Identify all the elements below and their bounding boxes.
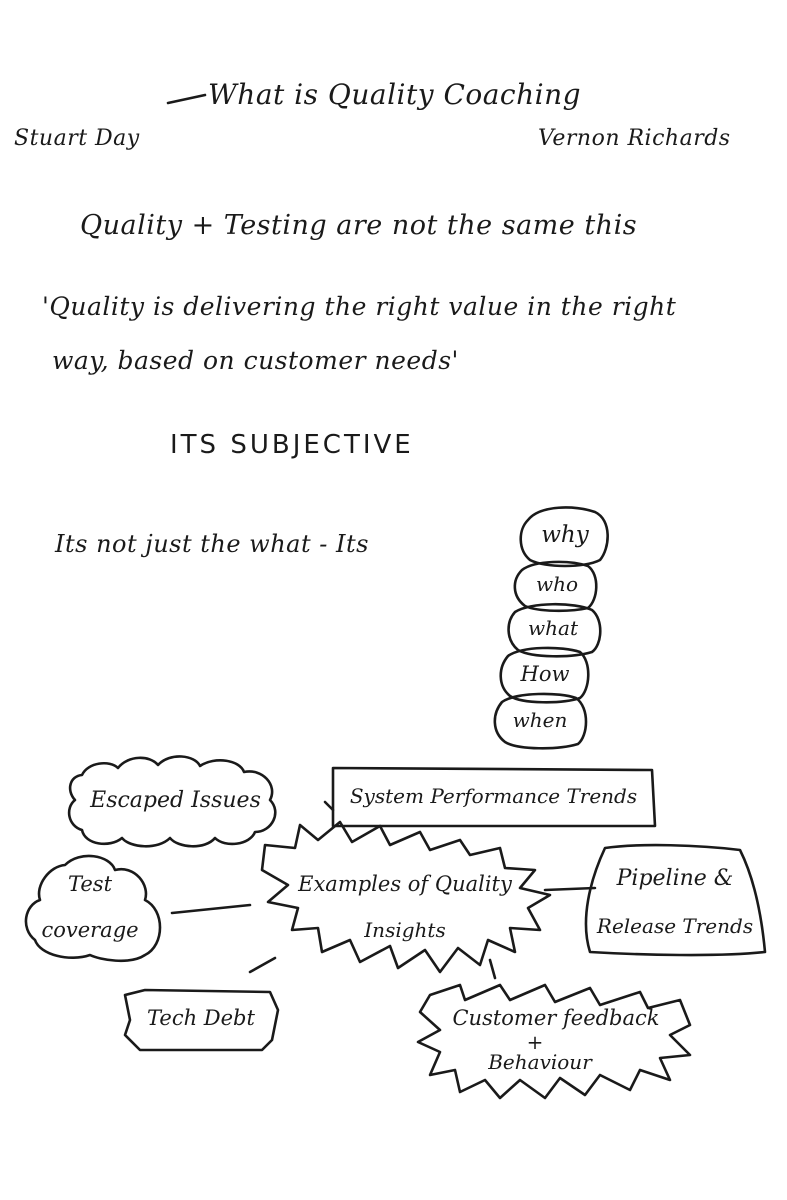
test-coverage-cloud [24,854,162,963]
speaker-right: Vernon Richards [538,126,731,151]
node-customer-line-1: Customer feedback [452,1006,660,1030]
node-escaped-issues: Escaped Issues [90,788,261,813]
pipeline-box [584,843,767,957]
node-pipeline-line-2: Release Trends [596,914,754,938]
title: What is Quality Coaching [208,78,582,111]
center-starburst [260,820,552,974]
bubble-when: when [512,708,568,732]
center-line-1: Examples of Quality [298,872,512,896]
bubble-what: what [528,616,578,640]
performance-box [331,766,657,828]
not-just-what: Its not just the what - Its [55,530,369,558]
bubble-what-outline [507,602,602,658]
node-customer-plus: + [526,1030,544,1054]
tech-debt-box [123,988,280,1052]
subjective-heading: ITS SUBJECTIVE [170,430,414,460]
node-test-line-1: Test [67,872,113,896]
node-test-line-2: coverage [41,918,139,942]
connector-techdebt [248,956,277,974]
node-customer-line-2: Behaviour [488,1050,592,1074]
bubble-how-outline [499,646,590,704]
node-pipeline-line-1: Pipeline & [616,866,734,891]
connector-pipeline [543,886,597,892]
performance-tail [323,800,335,812]
quote-line-2: way, based on customer needs' [52,346,459,375]
bubble-why: why [541,522,589,548]
connector-test [170,903,252,915]
node-tech-debt: Tech Debt [147,1006,255,1030]
title-dash [166,93,207,105]
bubble-why-outline [519,506,609,568]
center-line-2: Insights [364,918,446,942]
bubble-who: who [535,572,579,596]
customer-cloud [416,983,692,1100]
bubble-when-outline [493,692,588,750]
node-system-performance: System Performance Trends [349,784,638,808]
statement-quality-testing: Quality + Testing are not the same this [80,210,638,241]
quote-line-1: 'Quality is delivering the right value i… [42,292,677,321]
bubble-how: How [520,662,570,686]
speaker-left: Stuart Day [14,126,140,151]
connector-customer [488,958,497,980]
escaped-issues-cloud [67,755,277,848]
